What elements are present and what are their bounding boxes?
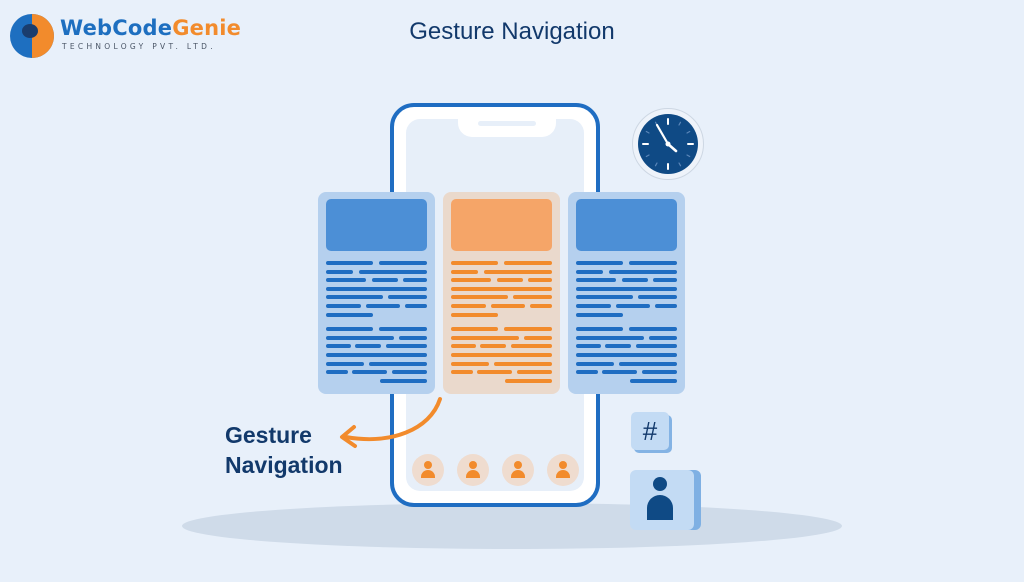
company-logo: WebCodeGenie TECHNOLOGY PVT. LTD. (10, 10, 242, 60)
curved-arrow-icon (340, 397, 442, 448)
card-image-placeholder (451, 199, 552, 251)
gesture-navigation-label: Gesture Navigation (225, 422, 343, 478)
user-icon (547, 454, 579, 486)
card-image-placeholder (576, 199, 677, 251)
ground-shadow (182, 503, 842, 549)
profile-icon (630, 470, 694, 530)
page-title: Gesture Navigation (409, 18, 615, 45)
hashtag-icon: # (631, 412, 669, 450)
logo-tagline: TECHNOLOGY PVT. LTD. (62, 42, 216, 51)
phone-notch (458, 115, 556, 137)
logo-wordmark: WebCodeGenie (60, 16, 242, 40)
content-card-left (318, 192, 435, 394)
content-card-center (443, 192, 560, 394)
user-icon (412, 454, 444, 486)
content-card-right (568, 192, 685, 394)
clock-icon (632, 108, 704, 180)
bottom-nav-avatars (410, 454, 590, 486)
logo-mark-icon (10, 14, 54, 58)
user-icon (457, 454, 489, 486)
user-icon (502, 454, 534, 486)
card-image-placeholder (326, 199, 427, 251)
